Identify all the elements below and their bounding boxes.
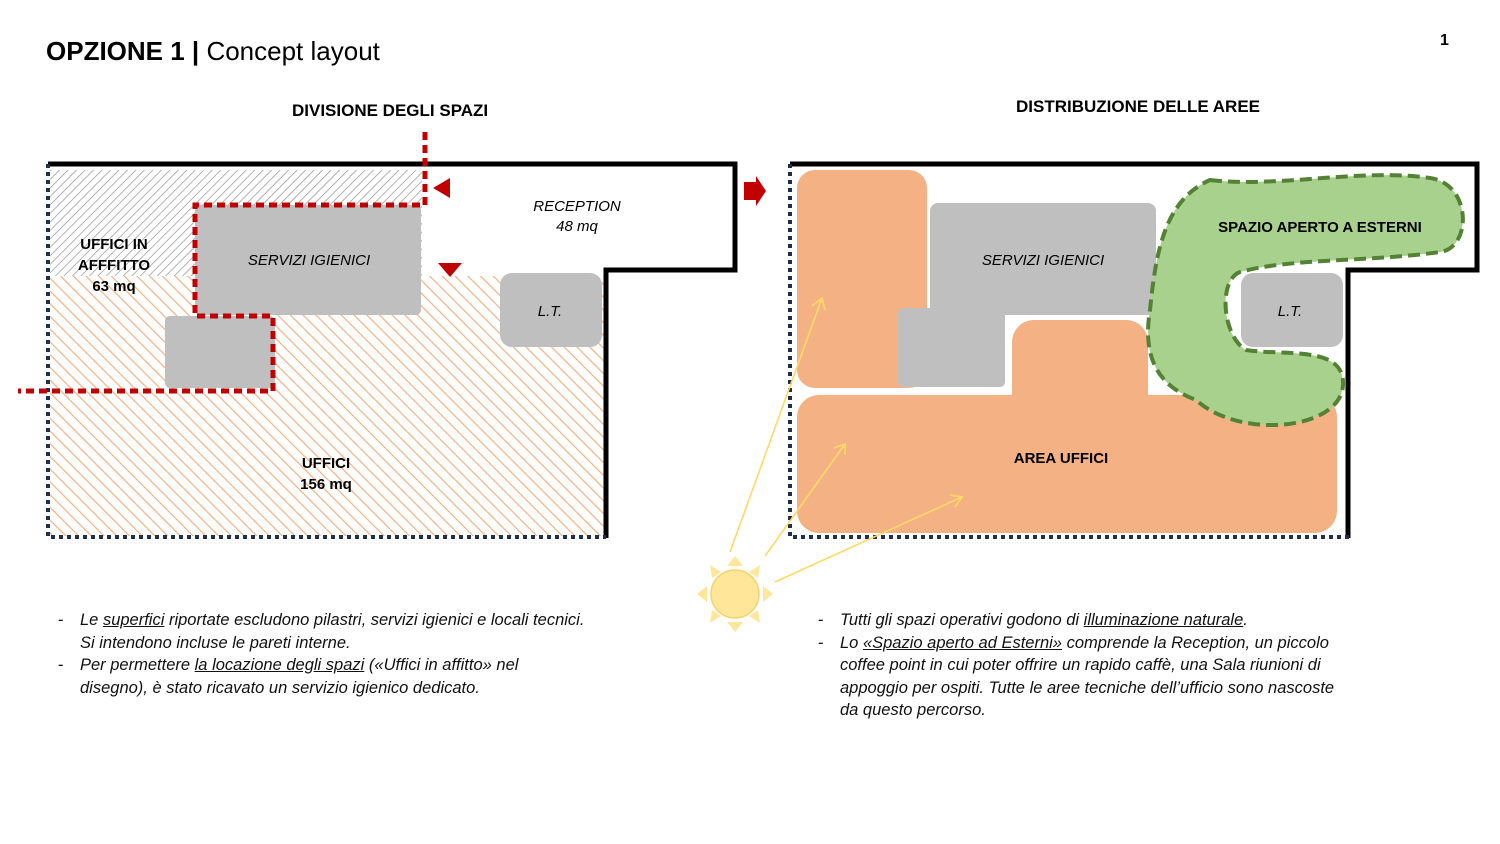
- entrance-arrow-down: [438, 263, 462, 277]
- notes-left: Le superfici riportate escludono pilastr…: [46, 609, 586, 699]
- note-left-2: Per permettere la locazione degli spazi …: [46, 654, 586, 699]
- note-right-2: Lo «Spazio aperto ad Esterni» comprende …: [806, 632, 1356, 722]
- label-uffici-affitto-3: 63 mq: [92, 278, 135, 295]
- entrance-arrow-right: [744, 176, 766, 206]
- wall-right-plan: [790, 161, 1480, 538]
- division-line: [18, 132, 428, 394]
- right-plan: SERVIZI IGIENICI SPAZIO APERTO A ESTERNI…: [697, 161, 1480, 632]
- title-option: OPZIONE 1 |: [46, 36, 200, 66]
- servizi-block-right-small: [898, 308, 1005, 387]
- label-lt-left: L.T.: [538, 303, 562, 320]
- lt-block-right: [1241, 273, 1343, 347]
- label-uffici-size: 156 mq: [300, 476, 352, 493]
- note-right-1: Tutti gli spazi operativi godono di illu…: [806, 609, 1356, 632]
- note-left-1: Le superfici riportate escludono pilastr…: [46, 609, 586, 654]
- facade-dotted: [46, 164, 606, 539]
- label-uffici: UFFICI: [302, 455, 350, 472]
- right-plan-heading: DISTRIBUZIONE DELLE AREE: [1016, 97, 1260, 116]
- label-area-uffici: AREA UFFICI: [1014, 450, 1108, 467]
- lt-block: [500, 273, 602, 347]
- facade-dotted-right: [788, 164, 1352, 539]
- label-servizi-left: SERVIZI IGIENICI: [248, 252, 370, 269]
- page-title: OPZIONE 1 | Concept layout: [46, 36, 380, 67]
- orange-zone-left: [797, 170, 927, 388]
- light-rays: [729, 296, 964, 583]
- notes-right: Tutti gli spazi operativi godono di illu…: [806, 609, 1356, 722]
- label-uffici-affitto-1: UFFICI IN: [80, 236, 148, 253]
- servizi-block-small: [165, 316, 275, 388]
- spazio-aperto-zone: [1146, 173, 1465, 427]
- page-number: 1: [1440, 32, 1449, 49]
- wall-left-plan: [48, 161, 738, 538]
- label-reception-size: 48 mq: [556, 218, 598, 235]
- label-uffici-affitto-2: AFFFITTO: [78, 257, 151, 274]
- servizi-block: [195, 205, 421, 315]
- servizi-block-right: [930, 203, 1156, 315]
- label-lt-right: L.T.: [1278, 303, 1302, 320]
- title-subtitle: Concept layout: [206, 36, 380, 66]
- area-uffici-zone: [797, 395, 1337, 533]
- label-spazio-aperto: SPAZIO APERTO A ESTERNI: [1218, 219, 1422, 236]
- left-plan-heading: DIVISIONE DEGLI SPAZI: [292, 101, 489, 120]
- label-reception: RECEPTION: [533, 198, 621, 215]
- entrance-arrow-left: [433, 178, 450, 198]
- sun-icon: [697, 556, 773, 632]
- left-plan: UFFICI IN AFFFITTO 63 mq SERVIZI IGIENIC…: [18, 132, 738, 539]
- label-servizi-right: SERVIZI IGIENICI: [982, 252, 1104, 269]
